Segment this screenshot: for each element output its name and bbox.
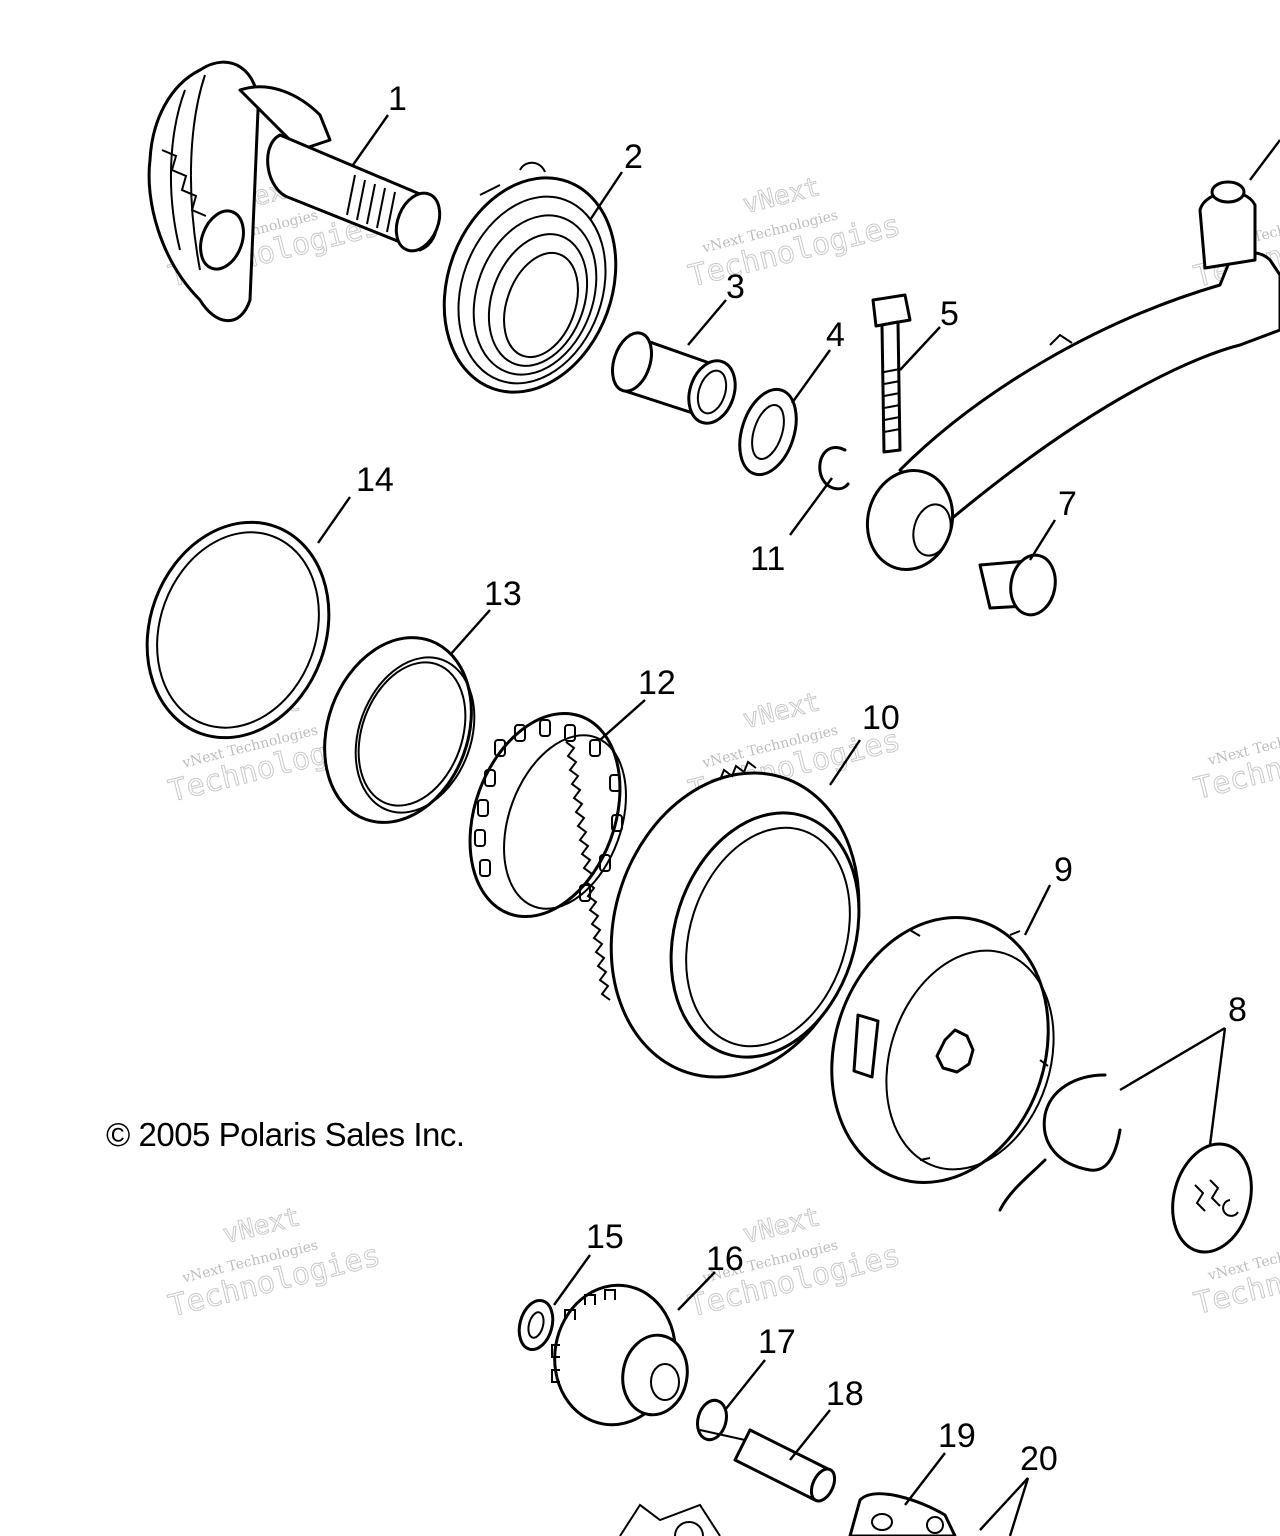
callout-19: 19: [938, 1417, 976, 1455]
part-3-bushing: [611, 331, 737, 425]
part-11-circlip: [818, 446, 850, 491]
callout-16: 16: [706, 1240, 744, 1278]
part-8-clip-and-retainer: [998, 1073, 1253, 1254]
callout-17: 17: [758, 1323, 796, 1361]
callout-3: 3: [726, 268, 745, 306]
part-12-needle-cage: [468, 711, 627, 919]
callout-13: 13: [484, 575, 522, 613]
leader-lines: [317, 114, 1280, 1536]
callout-1: 1: [388, 80, 407, 118]
part-19-bracket: [619, 1492, 957, 1536]
callout-labels: 1 2 3 4 5 7 8 9 10 11 12 13 14 15 16 17 …: [356, 80, 1247, 1478]
callout-14: 14: [356, 461, 394, 499]
part-2-return-spring: [442, 161, 618, 394]
part-4-washer: [738, 387, 798, 477]
callout-2: 2: [624, 138, 643, 176]
callout-20: 20: [1020, 1440, 1058, 1478]
part-9-hub-plate: [830, 916, 1055, 1184]
watermark-right-mid: vNext Technologies Technologies: [1190, 720, 1280, 807]
part-5-bolt: [871, 293, 912, 454]
callout-18: 18: [826, 1375, 864, 1413]
callout-7: 7: [1058, 485, 1077, 523]
callout-9: 9: [1054, 851, 1073, 889]
callout-5: 5: [940, 295, 959, 333]
callout-4: 4: [826, 316, 845, 354]
watermark-technologies: Technologies: [1191, 720, 1280, 806]
part-kick-lever: [865, 180, 1280, 572]
copyright-notice: © 2005 Polaris Sales Inc.: [106, 1116, 465, 1153]
part-18-shaft-pin: [699, 1428, 837, 1503]
part-10-ring-gear: [565, 741, 861, 1079]
part-13-bearing-race: [323, 636, 476, 824]
part-15-small-washer: [517, 1298, 555, 1352]
callout-15: 15: [586, 1218, 624, 1256]
part-17-thin-washer: [696, 1398, 728, 1442]
part-7-cap: [978, 553, 1057, 617]
callout-8: 8: [1228, 991, 1247, 1029]
part-16-idler-gear: [551, 1283, 689, 1427]
part-1-kickstart-shaft: [147, 60, 442, 323]
callout-12: 12: [638, 664, 676, 702]
watermark-top-center: vNext vNext Technologies Technologies: [685, 172, 905, 295]
part-14-ring: [145, 520, 331, 740]
callout-10: 10: [862, 699, 900, 737]
watermark-bottom-left: vNext vNext Technologies Technologies: [165, 1202, 385, 1325]
callout-11: 11: [750, 540, 785, 578]
